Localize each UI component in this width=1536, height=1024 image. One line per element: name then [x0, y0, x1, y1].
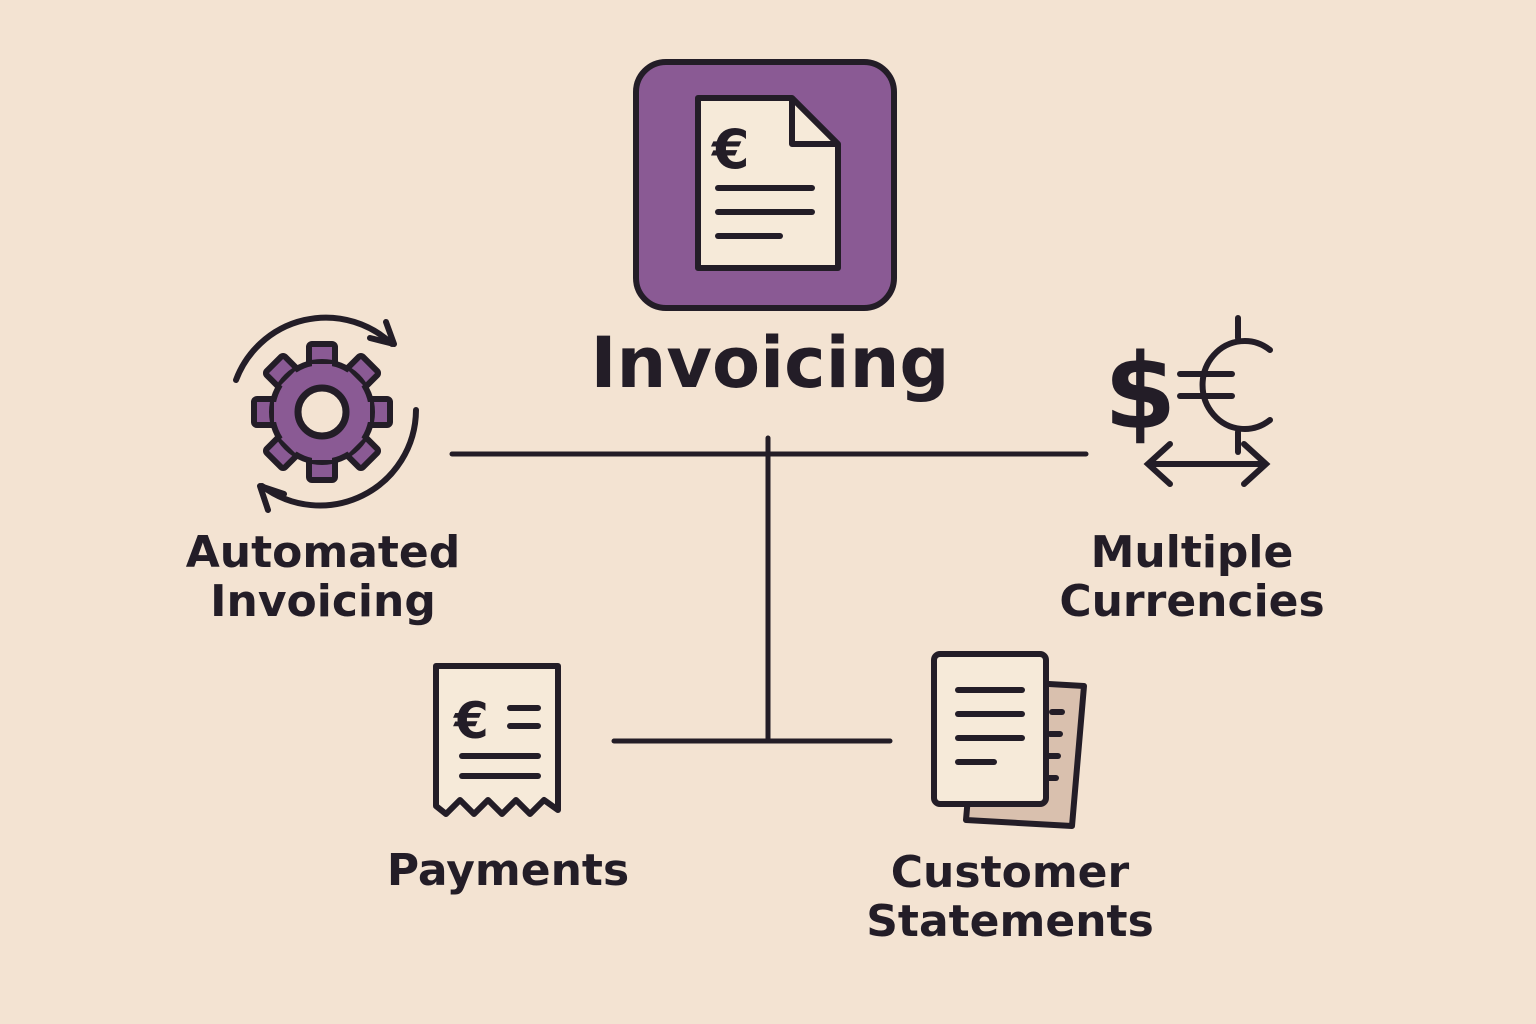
node-label-line: Customer: [890, 847, 1130, 898]
node-label-line: Statements: [866, 896, 1154, 948]
connector-lines: [449, 435, 1089, 744]
euro-symbol-icon: €: [453, 692, 489, 750]
node-label-line: Currencies: [1059, 576, 1325, 628]
node-customer-statements-label: Customer Statements: [840, 848, 1180, 947]
diagram-title: Invoicing: [590, 322, 950, 404]
node-automated-invoicing-label: Automated Invoicing: [150, 528, 496, 627]
node-label-line: Payments: [386, 845, 630, 896]
invoice-document-icon: €: [633, 59, 897, 311]
gear-cycle-icon: [233, 314, 419, 513]
stacked-documents-icon: [931, 651, 1087, 829]
node-label-line: Automated: [185, 527, 461, 578]
node-multiple-currencies-label: Multiple Currencies: [1022, 528, 1362, 627]
receipt-icon: €: [433, 663, 561, 817]
dollar-symbol-icon: $: [1104, 331, 1176, 453]
node-label-line: Multiple: [1090, 527, 1294, 578]
euro-symbol-icon: €: [710, 118, 750, 181]
currency-exchange-icon: $: [1104, 315, 1273, 487]
node-label-line: Invoicing: [210, 576, 436, 628]
node-payments-label: Payments: [330, 845, 686, 896]
